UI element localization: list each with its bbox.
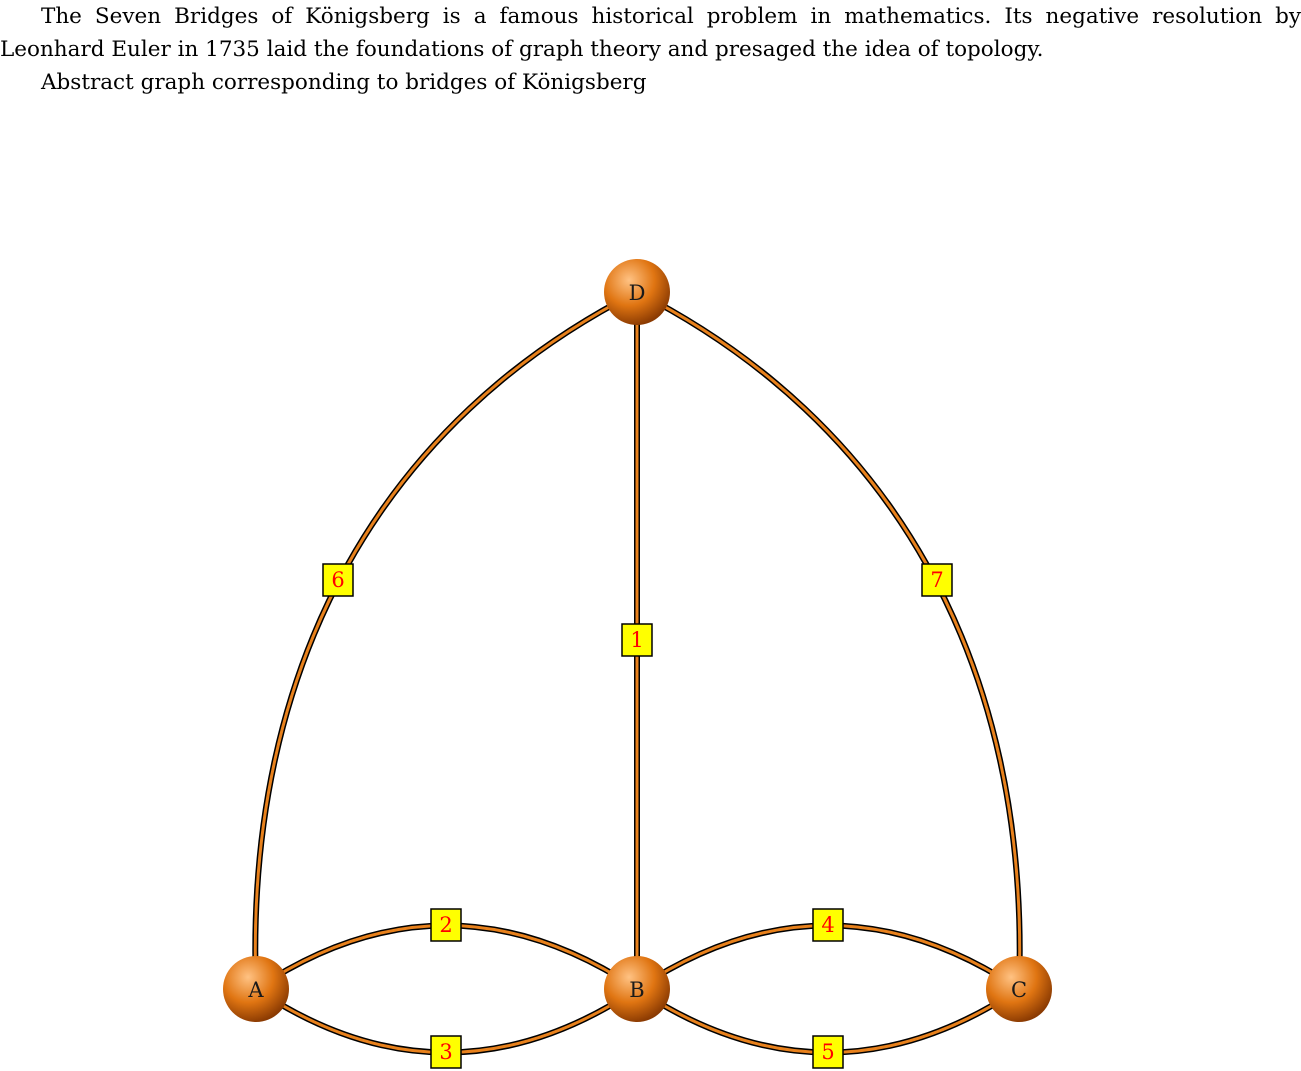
bridge-label-text: 7 <box>930 568 943 592</box>
bridge-label-box <box>430 1035 462 1069</box>
bridge-edge-7 <box>635 289 1023 990</box>
node-c: C <box>986 956 1052 1022</box>
bridge-label-text: 6 <box>331 568 344 592</box>
bridge-label-6: 6 <box>322 563 354 597</box>
intro-paragraph: The Seven Bridges of Königsberg is a fam… <box>0 4 1301 62</box>
bridge-label-4: 4 <box>812 908 844 942</box>
bridge-label-box <box>812 908 844 942</box>
bridge-label-text: 3 <box>439 1040 452 1064</box>
node-label: A <box>247 978 264 1002</box>
graph-caption: Abstract graph corresponding to bridges … <box>41 70 647 95</box>
bridge-label-3: 3 <box>430 1035 462 1069</box>
node-d: D <box>604 259 670 325</box>
nodes: A B C D <box>223 259 1052 1022</box>
node-sphere <box>986 956 1052 1022</box>
intro-text: The Seven Bridges of Königsberg is a fam… <box>0 0 1301 99</box>
bridge-label-2: 2 <box>430 908 462 942</box>
bridge-edge-core <box>636 290 1022 990</box>
bridge-edge-core <box>253 290 638 990</box>
bridge-label-text: 5 <box>821 1040 834 1064</box>
bridge-edge-6 <box>252 289 639 990</box>
bridge-label-box <box>621 623 653 657</box>
node-label: D <box>629 281 646 305</box>
bridge-label-5: 5 <box>812 1035 844 1069</box>
node-sphere <box>604 956 670 1022</box>
bridge-label-box <box>322 563 354 597</box>
edges <box>252 289 1023 1056</box>
bridge-label-text: 1 <box>630 628 643 652</box>
edge-labels: 1 2 3 4 5 6 7 <box>322 563 953 1069</box>
bridge-label-box <box>430 908 462 942</box>
node-sphere <box>223 956 289 1022</box>
bridge-label-7: 7 <box>921 563 953 597</box>
node-a: A <box>223 956 289 1022</box>
bridge-label-box <box>812 1035 844 1069</box>
node-sphere <box>604 259 670 325</box>
bridge-label-text: 4 <box>821 913 834 937</box>
bridge-label-text: 2 <box>439 913 452 937</box>
node-b: B <box>604 956 670 1022</box>
bridge-label-1: 1 <box>621 623 653 657</box>
node-label: B <box>629 978 644 1002</box>
node-label: C <box>1011 978 1027 1002</box>
bridge-label-box <box>921 563 953 597</box>
